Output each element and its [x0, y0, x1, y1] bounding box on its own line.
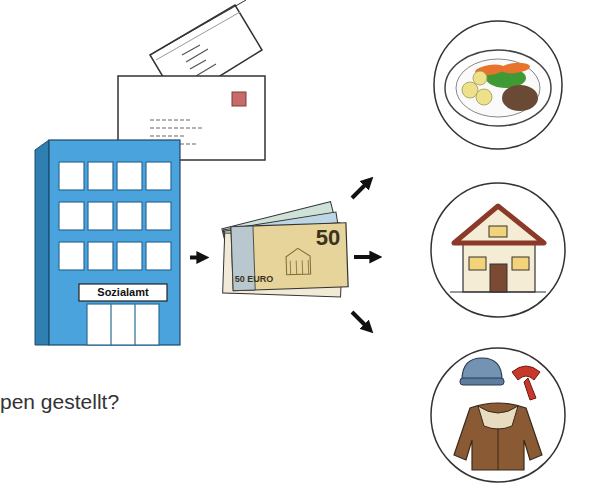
flow-arrow — [190, 256, 199, 260]
house — [431, 183, 565, 317]
money-bills: 50 50 EURO — [222, 195, 347, 320]
clothes — [431, 348, 565, 482]
node-title: 50 — [308, 225, 348, 251]
arrow — [352, 184, 372, 326]
office-building: Sozialamt — [35, 140, 180, 345]
office-building-shape — [35, 140, 180, 345]
money-bills-shape — [222, 195, 347, 320]
caption-fragment: pen gestellt? — [0, 390, 119, 414]
node-text: 50 EURO — [230, 273, 278, 286]
food-plate — [434, 21, 562, 149]
node-title: Sozialamt — [79, 285, 167, 300]
